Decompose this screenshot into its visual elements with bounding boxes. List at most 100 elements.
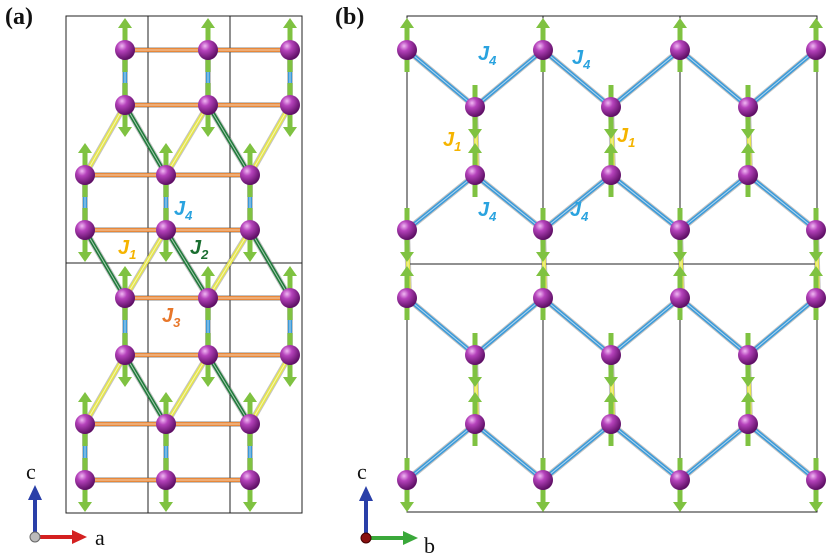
magnetic-ion-sphere xyxy=(240,470,260,490)
bond-j4 xyxy=(745,295,819,358)
magnetic-ion-sphere xyxy=(198,345,218,365)
magnetic-ion-sphere xyxy=(280,345,300,365)
axis-origin-dot xyxy=(29,531,41,543)
bond-j2 xyxy=(122,102,169,178)
magnetic-ion-sphere xyxy=(156,220,176,240)
magnetic-ion-sphere xyxy=(115,40,135,60)
bond-j4 xyxy=(540,295,614,358)
bond-j1 xyxy=(205,227,253,301)
bond-j4 xyxy=(677,172,751,233)
magnetic-ion-sphere xyxy=(115,95,135,115)
panel-b: (b) J4 J4 J1 J1 J4 J4 c b xyxy=(335,4,826,557)
c-axis-label-b: c xyxy=(357,459,367,484)
bond-j4 xyxy=(404,421,478,483)
magnetic-ion-sphere xyxy=(601,165,621,185)
b-axis-arrowhead xyxy=(403,531,418,545)
label-j4-panel-b-4: J4 xyxy=(570,199,589,224)
magnetic-ion-sphere xyxy=(397,220,417,240)
panel-b-atoms xyxy=(397,40,826,490)
label-j2-panel-a: J2 xyxy=(190,237,209,262)
label-j1-panel-b-1: J1 xyxy=(443,129,461,154)
magnetic-ion-sphere xyxy=(465,414,485,434)
bond-j4 xyxy=(540,421,614,483)
magnetic-ion-sphere xyxy=(280,95,300,115)
magnetic-ion-sphere xyxy=(533,40,553,60)
magnetic-ion-sphere xyxy=(198,40,218,60)
bond-j4 xyxy=(745,421,819,483)
c-axis-label: c xyxy=(26,459,36,484)
magnetic-ion-sphere xyxy=(240,414,260,434)
label-j4-panel-b-1: J4 xyxy=(478,43,497,68)
magnetic-ion-sphere xyxy=(280,40,300,60)
bond-j1 xyxy=(247,102,293,178)
magnetic-ion-sphere xyxy=(738,97,758,117)
bond-j2 xyxy=(247,227,293,301)
magnetic-ion-sphere xyxy=(670,470,690,490)
label-j4-panel-b-2: J4 xyxy=(572,47,591,72)
bond-j1 xyxy=(82,352,128,427)
panel-a-label: (a) xyxy=(5,4,33,30)
magnetic-ion-sphere xyxy=(601,414,621,434)
bond-j4 xyxy=(608,295,683,358)
bond-j2 xyxy=(205,352,253,427)
magnetic-ion-sphere xyxy=(533,470,553,490)
magnetic-ion-sphere xyxy=(115,288,135,308)
unit-cell-outline xyxy=(65,15,303,514)
panel-a-atoms xyxy=(75,40,300,490)
magnetic-ion-sphere xyxy=(156,470,176,490)
magnetic-ion-sphere xyxy=(240,165,260,185)
panel-a-axis-triad: c a xyxy=(26,459,105,550)
magnetic-ion-sphere xyxy=(156,414,176,434)
magnetic-ion-sphere xyxy=(198,288,218,308)
panel-b-label: (b) xyxy=(335,4,364,30)
bond-j4 xyxy=(608,47,683,110)
label-j1-panel-a: J1 xyxy=(118,237,136,262)
c-axis-arrowhead-b xyxy=(359,486,373,501)
a-axis-arrowhead xyxy=(72,530,87,544)
magnetic-ion-sphere xyxy=(533,288,553,308)
label-j4-panel-a: J4 xyxy=(174,198,193,223)
bond-j4 xyxy=(540,47,614,110)
c-axis-arrowhead xyxy=(28,485,42,500)
panel-a-bonds xyxy=(82,47,293,483)
magnetic-ion-sphere xyxy=(280,288,300,308)
bond-j4 xyxy=(404,172,478,233)
magnetic-ion-sphere xyxy=(806,288,826,308)
label-j1-panel-b-2: J1 xyxy=(617,125,635,150)
magnetic-ion-sphere xyxy=(75,470,95,490)
axis-origin-dot-b xyxy=(360,532,372,544)
panel-b-spins xyxy=(400,18,823,512)
bond-j4 xyxy=(404,47,478,110)
bond-j4 xyxy=(472,421,546,483)
magnetic-ion-sphere xyxy=(240,220,260,240)
magnetic-ion-sphere xyxy=(806,40,826,60)
bond-j4 xyxy=(404,295,478,358)
bond-j4 xyxy=(608,421,683,483)
label-j4-panel-b-3: J4 xyxy=(478,199,497,224)
magnetic-ion-sphere xyxy=(670,40,690,60)
label-j3-panel-a: J3 xyxy=(162,305,181,330)
bond-j1 xyxy=(82,102,128,178)
bond-j1 xyxy=(163,352,211,427)
bond-j2 xyxy=(82,227,128,301)
magnetic-ion-sphere xyxy=(397,470,417,490)
bond-j4 xyxy=(677,421,751,483)
bond-j1 xyxy=(122,227,169,301)
b-axis-label: b xyxy=(424,533,435,557)
panel-b-axis-triad: c b xyxy=(357,459,435,557)
magnetic-ion-sphere xyxy=(601,97,621,117)
magnetic-ion-sphere xyxy=(738,165,758,185)
bond-j4 xyxy=(745,172,819,233)
magnetic-ion-sphere xyxy=(465,345,485,365)
a-axis-label: a xyxy=(95,525,105,550)
magnetic-ion-sphere xyxy=(806,220,826,240)
magnetic-ion-sphere xyxy=(806,470,826,490)
magnetic-ion-sphere xyxy=(533,220,553,240)
bond-j4 xyxy=(608,172,683,233)
magnetic-ion-sphere xyxy=(75,220,95,240)
magnetic-ion-sphere xyxy=(397,288,417,308)
bond-j1 xyxy=(163,102,211,178)
magnetic-ion-sphere xyxy=(115,345,135,365)
bond-j2 xyxy=(205,102,253,178)
